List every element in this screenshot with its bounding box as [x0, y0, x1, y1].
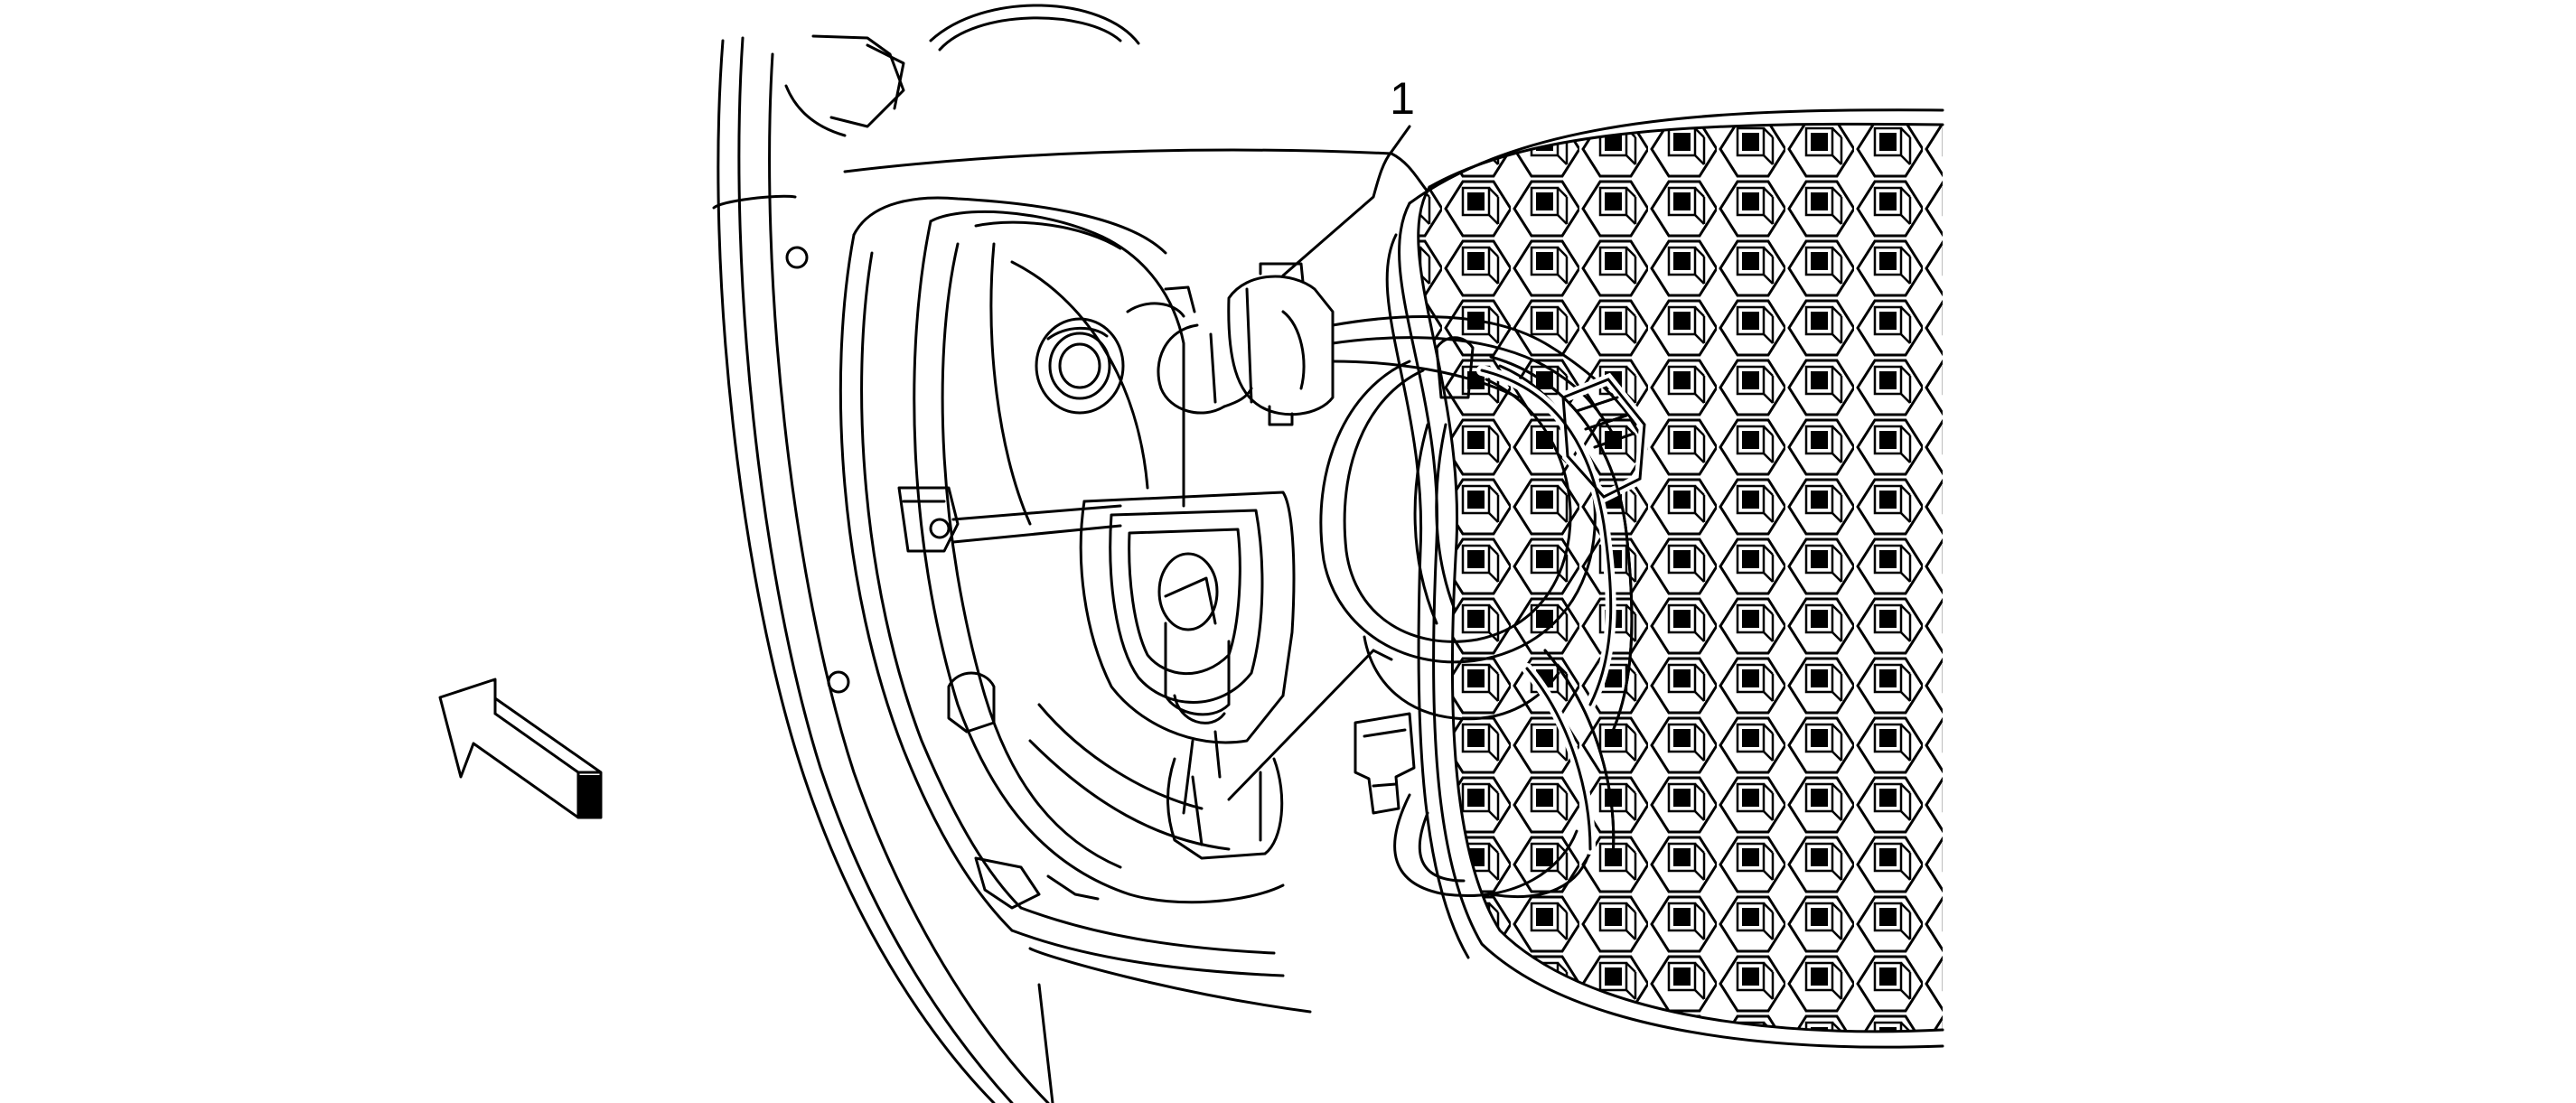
headlamp-housing — [897, 210, 1285, 910]
headlamp-bulb — [1157, 262, 1335, 426]
callout-1-leader — [1281, 125, 1411, 277]
arrow-up-left-icon — [438, 678, 603, 819]
grille-mesh — [1418, 124, 1943, 1032]
callout-label-1: 1 — [1390, 73, 1415, 124]
turn-signal-socket — [1166, 757, 1284, 860]
upper-fascia-panel — [843, 148, 1429, 1103]
park-lamp-socket — [1035, 285, 1196, 415]
bumper-fascia — [712, 4, 1140, 1103]
connector-leader — [1227, 649, 1393, 801]
headlamp-opening — [838, 196, 1285, 977]
low-beam-socket — [1079, 491, 1296, 815]
